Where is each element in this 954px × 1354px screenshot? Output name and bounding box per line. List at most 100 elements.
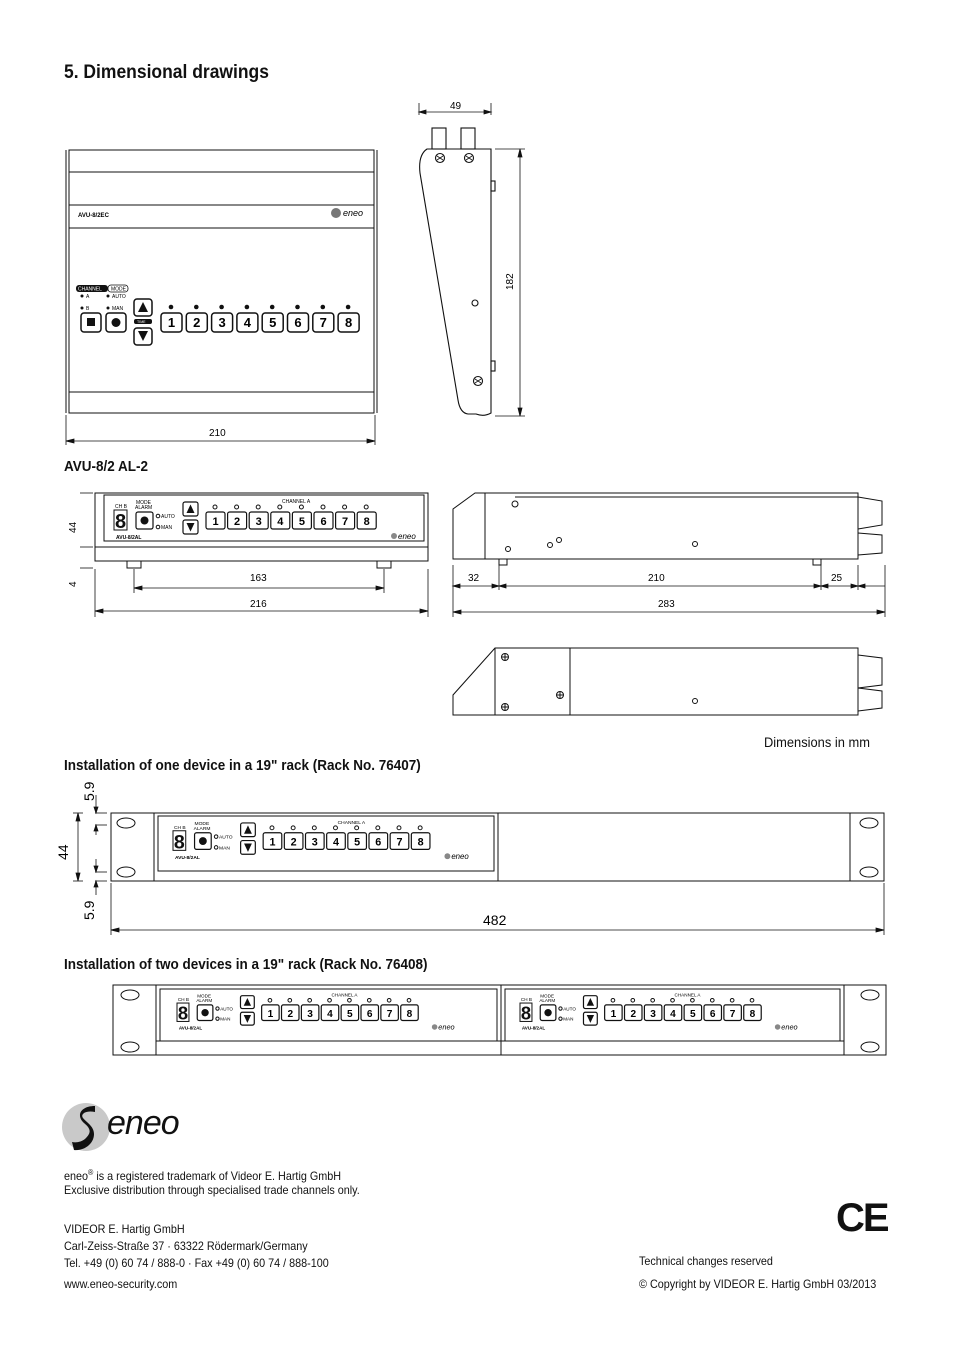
rack2a-channel-a-label: CHANNEL A — [332, 993, 359, 998]
rack1-channel-number: 3 — [312, 836, 318, 848]
rack1-channel-button[interactable]: 8 — [410, 832, 431, 850]
rack2b-channel-number: 6 — [710, 1009, 716, 1020]
al2-channel-number: 4 — [277, 516, 284, 528]
rack2a-eneo-logo: eneo — [431, 1023, 455, 1032]
rack-one-heading: Installation of one device in a 19" rack… — [64, 757, 421, 774]
al2-channel-button[interactable]: 4 — [270, 511, 291, 530]
al2-channel-button[interactable]: 7 — [335, 511, 356, 530]
front-channel-button[interactable]: 6 — [286, 312, 310, 333]
rack1-channel-button[interactable]: 5 — [347, 832, 368, 850]
rack2b-up-button[interactable] — [582, 995, 598, 1010]
website-link[interactable]: www.eneo-security.com — [64, 1277, 178, 1291]
al2-channel-button[interactable]: 2 — [227, 511, 248, 530]
front-channel-number: 4 — [244, 315, 252, 330]
al2-channel-button[interactable]: 6 — [313, 511, 334, 530]
svg-text:8: 8 — [178, 1003, 188, 1024]
dimensions-note: Dimensions in mm — [764, 734, 870, 750]
front-channel-label: CHANNEL — [78, 287, 102, 293]
front-channel-button[interactable]: 4 — [236, 312, 259, 333]
front-channel-button[interactable]: 7 — [312, 312, 335, 333]
al2-channel-led — [363, 504, 369, 510]
rack1-channel-led — [417, 825, 423, 831]
al2-channel-number: 1 — [212, 516, 218, 528]
rack2a-channel-led — [287, 997, 293, 1003]
front-auto-label: AUTO — [112, 294, 126, 300]
rack2b-channel-button[interactable]: 5 — [683, 1004, 703, 1022]
al2-channel-button[interactable]: 5 — [291, 511, 312, 530]
front-channel-number: 1 — [168, 315, 175, 330]
rack1-down-button[interactable] — [240, 839, 256, 855]
rack2a-channel-button[interactable]: 5 — [340, 1004, 360, 1022]
rack1-channel-number: 5 — [354, 836, 360, 848]
front-channel-button[interactable]: 5 — [261, 312, 284, 333]
rack2b-down-button[interactable] — [582, 1011, 598, 1026]
rack2a-channel-number: 5 — [347, 1009, 353, 1020]
rack1-mode-button[interactable] — [193, 832, 212, 850]
rack2b-channel-button[interactable]: 1 — [604, 1004, 623, 1022]
rack1-channel-led — [269, 825, 275, 831]
rack2b-channel-number: 5 — [690, 1009, 696, 1020]
rack2b-channel-a-label: CHANNEL A — [675, 993, 702, 998]
rack2a-down-button[interactable] — [239, 1011, 255, 1026]
ce-mark: CE — [836, 1196, 890, 1240]
al2-up-button[interactable] — [182, 501, 199, 517]
rack1-channel-button[interactable]: 6 — [368, 832, 389, 850]
rack1-channel-button[interactable]: 1 — [262, 832, 283, 850]
company-phone: Tel. +49 (0) 60 74 / 888-0 · Fax +49 (0)… — [64, 1256, 329, 1270]
rack2b-mode-button[interactable] — [539, 1004, 557, 1022]
al2-channel-a-label: CHANNEL A — [282, 499, 311, 505]
rack2a-channel-button[interactable]: 7 — [380, 1004, 399, 1022]
rack1-channel-button[interactable]: 4 — [326, 832, 346, 850]
rack2b-channel-button[interactable]: 7 — [723, 1004, 742, 1022]
rack2a-channel-number: 3 — [307, 1009, 313, 1020]
front-channel-number: 7 — [320, 315, 327, 330]
company-name: VIDEOR E. Hartig GmbH — [64, 1222, 185, 1236]
rack1-channel-led — [354, 825, 360, 831]
rack2a-channel-button[interactable]: 4 — [320, 1004, 340, 1022]
trademark-symbol: ® — [88, 1168, 94, 1177]
rack2a-channel-button[interactable]: 2 — [280, 1004, 300, 1022]
front-channel-button[interactable]: 3 — [210, 312, 234, 333]
rack1-channel-button[interactable]: 2 — [283, 832, 304, 850]
rack2b-channel-button[interactable]: 3 — [643, 1004, 663, 1022]
al2-channel-button[interactable]: 3 — [248, 511, 269, 530]
rack1-alarm-label: ALARM — [194, 826, 211, 832]
rack1-channel-button[interactable]: 7 — [389, 832, 410, 850]
rack1-channel-button[interactable]: 3 — [304, 832, 325, 850]
rack1-model-label: AVU-8/2AL — [175, 855, 200, 861]
rack2a-channel-button[interactable]: 6 — [360, 1004, 380, 1022]
al2-down-button[interactable] — [182, 519, 199, 535]
al2-channel-led — [234, 504, 240, 510]
al2-channel-led — [342, 504, 348, 510]
al2-mode-label: MODE — [136, 500, 152, 506]
rack2b-channel-button[interactable]: 2 — [623, 1004, 643, 1022]
front-channel-button[interactable]: 8 — [337, 312, 360, 333]
rack2a-up-button[interactable] — [239, 995, 255, 1010]
rack2a-channel-button[interactable]: 3 — [300, 1004, 320, 1022]
front-channel-number: 2 — [193, 315, 200, 330]
svg-text:eneo: eneo — [343, 208, 363, 218]
rack2b-channel-button[interactable]: 6 — [703, 1004, 723, 1022]
rack1-channel-led — [396, 825, 402, 831]
rack2a-channel-led — [327, 997, 332, 1003]
al2-mode-button[interactable] — [135, 511, 154, 530]
rack2b-channel-button[interactable]: 8 — [743, 1004, 762, 1022]
rack2a-alarm-label: ALARM — [196, 998, 212, 1003]
rack2b-channel-number: 7 — [730, 1009, 736, 1020]
front-channel-number: 8 — [345, 315, 352, 330]
front-channel-button[interactable]: 1 — [160, 312, 183, 333]
front-channel-button[interactable]: 2 — [185, 312, 209, 333]
al2-channel-button[interactable]: 8 — [356, 511, 377, 530]
rack2b-digit-display: 8 — [519, 1002, 533, 1024]
rack2a-channel-led — [307, 997, 313, 1003]
rack2a-channel-button[interactable]: 1 — [261, 1004, 280, 1022]
distribution-note: Exclusive distribution through specialis… — [64, 1183, 360, 1197]
rack2a-channel-button[interactable]: 8 — [400, 1004, 419, 1022]
rack1-up-button[interactable] — [240, 822, 256, 838]
rack2b-channel-button[interactable]: 4 — [663, 1004, 683, 1022]
rack2a-mode-button[interactable] — [196, 1004, 214, 1022]
rack2b-channel-led — [709, 997, 715, 1003]
al2-channel-button[interactable]: 1 — [205, 511, 226, 530]
trademark-brand: eneo — [64, 1169, 89, 1183]
